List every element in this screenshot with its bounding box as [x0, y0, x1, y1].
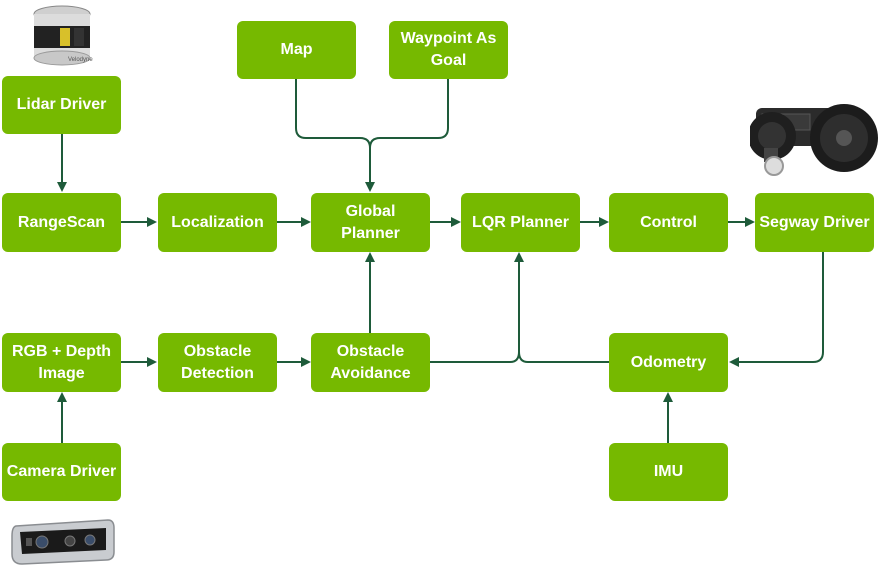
localization-label: Localization — [171, 213, 264, 231]
global-planner-node: Global Planner — [311, 193, 430, 252]
lidar-driver-label: Lidar Driver — [16, 96, 107, 113]
localization-node: Localization — [158, 193, 277, 252]
lidar-sensor-icon: Velodyne — [33, 5, 93, 66]
lidar-driver-node: Lidar Driver — [2, 76, 121, 134]
odometry-label: Odometry — [630, 353, 707, 371]
map-label: Map — [280, 41, 313, 58]
imu-label: IMU — [653, 463, 684, 480]
lqr-planner-node: LQR Planner — [461, 193, 580, 252]
camera-driver-node: Camera Driver — [2, 443, 121, 501]
edge-segway-to-odometry — [729, 252, 824, 367]
global-planner-label: Global Planner — [341, 202, 400, 242]
control-node: Control — [609, 193, 728, 252]
svg-text:Velodyne: Velodyne — [68, 57, 93, 63]
obstacle-detection-node: Obstacle Detection — [158, 333, 277, 392]
camera-driver-label: Camera Driver — [6, 463, 117, 480]
obstacle-avoidance-node: Obstacle Avoidance — [311, 333, 430, 392]
edge-odometry-to-lqr — [514, 252, 609, 363]
segway-driver-node: Segway Driver — [755, 193, 874, 252]
obstacle-avoidance-label: Obstacle Avoidance — [330, 342, 411, 382]
imu-node: IMU — [609, 443, 728, 501]
range-scan-label: RangeScan — [17, 213, 106, 231]
segway-driver-label: Segway Driver — [759, 213, 870, 231]
control-label: Control — [640, 213, 697, 231]
range-scan-node: RangeScan — [2, 193, 121, 252]
obstacle-detection-label: Obstacle Detection — [181, 342, 254, 382]
lqr-planner-label: LQR Planner — [472, 213, 569, 231]
odometry-node: Odometry — [609, 333, 728, 392]
waypoint-node: Waypoint As Goal — [389, 21, 508, 79]
map-node: Map — [237, 21, 356, 79]
segway-robot-icon — [750, 104, 878, 176]
edge-avoidance-to-lqr — [430, 351, 520, 363]
waypoint-label: Waypoint As Goal — [400, 30, 497, 69]
rgb-depth-node: RGB + Depth Image — [2, 333, 121, 392]
edge-map-to-global — [295, 79, 375, 192]
rgb-depth-label: RGB + Depth Image — [11, 342, 112, 382]
edge-waypoint-to-global — [369, 79, 449, 149]
depth-camera-icon — [11, 519, 115, 565]
